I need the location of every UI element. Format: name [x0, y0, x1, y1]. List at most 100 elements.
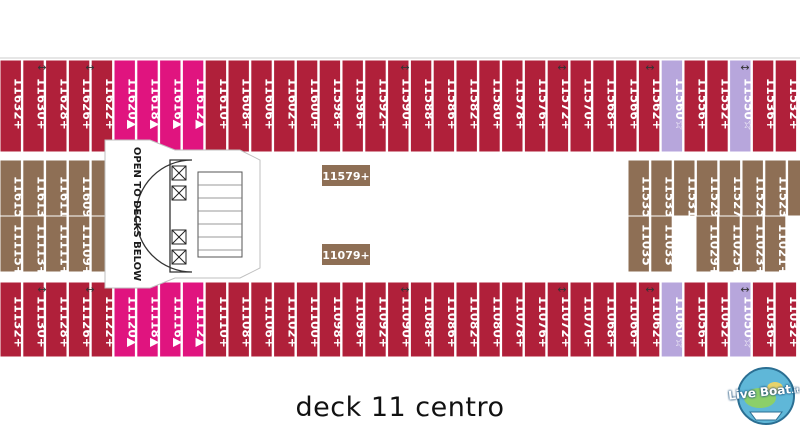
cabin-11092[interactable]: 11092+ [364, 281, 391, 358]
cabin-11632[interactable]: 11632+ [0, 59, 26, 153]
cabin-11626[interactable]: 11626+ [67, 59, 94, 153]
cabin-11550[interactable]: 11550☆ [729, 59, 756, 153]
cabin-11110[interactable]: 11110+ [204, 281, 231, 358]
cabin-11532[interactable]: 11532+ [774, 59, 800, 153]
cabin-11592[interactable]: 11592+ [364, 59, 391, 153]
cabin-11108[interactable]: 11108+ [227, 281, 254, 358]
elevator-icons [171, 165, 187, 265]
cabin-11126[interactable]: 11126+ [67, 281, 94, 358]
cabin-11025[interactable]: 11025+ [718, 215, 745, 276]
cabin-11066[interactable]: 11066+ [615, 281, 642, 358]
cabin-11600[interactable]: 11600+ [295, 59, 322, 153]
cabin-11568[interactable]: 11568+ [592, 59, 619, 153]
cabin-11578[interactable]: 11578+ [501, 59, 528, 153]
cabin-11630[interactable]: 11630+ [22, 59, 49, 153]
cabin-11586[interactable]: 11586+ [432, 59, 459, 153]
cabin-11111[interactable]: 11111+ [45, 215, 72, 276]
cabin-11610[interactable]: 11610+ [204, 59, 231, 153]
cabin-11116[interactable]: 11116▲ [159, 281, 186, 358]
cabin-11112[interactable]: 11112▲ [181, 281, 208, 358]
cabin-label: 11618▲ [149, 78, 163, 130]
cabin-box [729, 59, 752, 153]
cabin-11098[interactable]: 11098+ [318, 281, 345, 358]
cabin-11029[interactable]: 11029+ [695, 215, 722, 276]
cabin-11052[interactable]: 11052+ [706, 281, 733, 358]
cabin-11113[interactable]: 11113+ [22, 215, 49, 276]
cabin-11580[interactable]: 11580+ [478, 59, 505, 153]
cabin-box [751, 281, 775, 358]
cabin-11556[interactable]: 11556+ [683, 59, 710, 153]
cabin-11527[interactable]: 11527+ [718, 159, 745, 228]
cabin-box [318, 281, 342, 358]
cabin-11068[interactable]: 11068+ [592, 281, 619, 358]
cabin-11611[interactable]: 11611+ [45, 159, 72, 228]
cabin-11132[interactable]: 11132+ [0, 281, 26, 358]
cabin-11616[interactable]: 11616▲ [159, 59, 186, 153]
cabin-11021[interactable]: 11021+ [763, 215, 790, 276]
cabin-11552[interactable]: 11552+ [706, 59, 733, 153]
cabin-11072[interactable]: 11072+ [546, 281, 573, 358]
cabin-11572[interactable]: 11572+ [546, 59, 573, 153]
cabin-11628[interactable]: 11628+ [45, 59, 72, 153]
cabin-11525[interactable]: 11525+ [741, 159, 768, 228]
cabin-label: 11529+ [708, 176, 722, 228]
cabin-11060[interactable]: 11060☆ [660, 281, 687, 358]
cabin-11033[interactable]: 11033 [650, 215, 677, 273]
cabin-11606[interactable]: 11606+ [250, 59, 277, 153]
cabin-11576[interactable]: 11576+ [523, 59, 550, 153]
cabin-11078[interactable]: 11078+ [501, 281, 528, 358]
cabin-label: 11021+ [776, 224, 790, 276]
cabin-11050[interactable]: 11050☆ [729, 281, 756, 358]
cabin-11109[interactable]: 11109+ [67, 215, 94, 276]
cabin-11036[interactable]: 11036+ [751, 281, 778, 358]
cabin-11536[interactable]: 11536+ [751, 59, 778, 153]
cabin-11090[interactable]: 11090+ [387, 281, 414, 358]
cabin-11062[interactable]: 11062+ [637, 281, 664, 358]
cabin-11086[interactable]: 11086+ [432, 281, 459, 358]
cabin-11035[interactable]: 11035 [627, 215, 654, 273]
connecting-door-icon: ↔ [740, 283, 749, 296]
cabin-11056[interactable]: 11056+ [683, 281, 710, 358]
cabin-11100[interactable]: 11100+ [295, 281, 322, 358]
cabin-11032[interactable]: 11032+ [774, 281, 800, 358]
cabin-11562[interactable]: 11562+ [637, 59, 664, 153]
cabin-11598[interactable]: 11598+ [318, 59, 345, 153]
cabin-11566[interactable]: 11566+ [615, 59, 642, 153]
cabin-11535[interactable]: 11535+ [627, 159, 654, 228]
cabin-11102[interactable]: 11102+ [273, 281, 300, 358]
cabin-11618[interactable]: 11618▲ [136, 59, 163, 153]
cabin-11082[interactable]: 11082+ [455, 281, 482, 358]
cabin-11076[interactable]: 11076+ [523, 281, 550, 358]
cabin-11622[interactable]: 11622+ [90, 59, 117, 153]
cabin-11590[interactable]: 11590+ [387, 59, 414, 153]
cabin-11118[interactable]: 11118▲ [136, 281, 163, 358]
cabin-11620[interactable]: 11620▲ [113, 59, 140, 153]
cabin-11608[interactable]: 11608+ [227, 59, 254, 153]
cabin-11070[interactable]: 11070+ [569, 281, 596, 358]
cabin-label: 11612▲ [194, 78, 208, 130]
cabin-11529[interactable]: 11529+ [695, 159, 722, 228]
cabin-11096[interactable]: 11096+ [341, 281, 368, 358]
cabin-11122[interactable]: 11122+ [90, 281, 117, 358]
cabin-11609[interactable]: 11609+ [67, 159, 94, 228]
cabin-11570[interactable]: 11570+ [569, 59, 596, 153]
cabin-11560[interactable]: 11560☆ [660, 59, 687, 153]
cabin-11128[interactable]: 11128+ [45, 281, 72, 358]
cabin-11615[interactable]: 11615+ [0, 159, 26, 228]
cabin-11115[interactable]: 11115+ [0, 215, 26, 276]
cabin-11080[interactable]: 11080+ [478, 281, 505, 358]
cabin-11523[interactable]: 11523+ [764, 159, 791, 228]
connecting-door-icon: ↔ [37, 61, 46, 74]
cabin-11612[interactable]: 11612▲ [181, 59, 208, 153]
cabin-11120[interactable]: 11120▲ [113, 281, 140, 358]
cabin-11088[interactable]: 11088+ [409, 281, 436, 358]
cabin-11602[interactable]: 11602+ [273, 59, 300, 153]
cabin-11588[interactable]: 11588+ [409, 59, 436, 153]
cabin-11531[interactable]: 11531+ [673, 159, 700, 228]
cabin-11582[interactable]: 11582+ [455, 59, 482, 153]
cabin-11596[interactable]: 11596+ [341, 59, 368, 153]
cabin-11106[interactable]: 11106+ [250, 281, 277, 358]
cabin-11023[interactable]: 11023+ [741, 215, 768, 276]
cabin-11130[interactable]: 11130+ [22, 281, 49, 358]
